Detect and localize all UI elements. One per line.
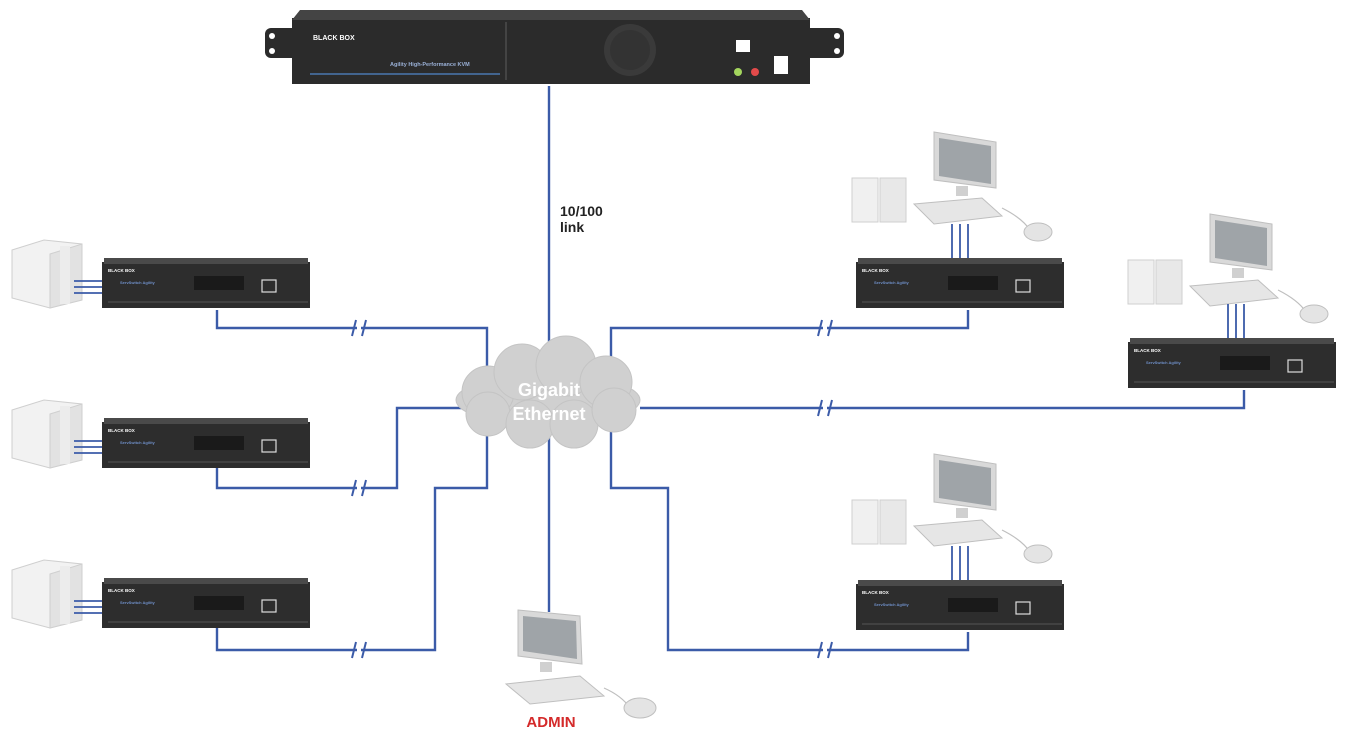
workstation-group-1: BLACK BOX ServSwitch Agility bbox=[851, 131, 1065, 309]
cable-right-1 bbox=[609, 310, 970, 372]
workstation-group-2: BLACK BOX ServSwitch Agility bbox=[1127, 213, 1337, 389]
cable-left-2 bbox=[215, 406, 470, 490]
workstation-group-3: BLACK BOX ServSwitch Agility bbox=[851, 453, 1065, 631]
cable-left-1 bbox=[215, 310, 489, 372]
rack-subtitle: Agility High-Performance KVM bbox=[390, 62, 470, 68]
break-mark bbox=[817, 399, 833, 417]
unit-brand: BLACK BOX bbox=[862, 590, 889, 595]
unit-brand: BLACK BOX bbox=[862, 268, 889, 273]
break-gaps bbox=[357, 326, 827, 652]
status-led-green bbox=[734, 68, 742, 76]
unit-model: ServSwitch Agility bbox=[120, 600, 156, 605]
unit-model: ServSwitch Agility bbox=[120, 280, 156, 285]
admin-mouse-icon bbox=[623, 697, 657, 719]
server-cables bbox=[74, 600, 104, 614]
network-cables bbox=[215, 86, 1246, 652]
link-label-line2: link bbox=[560, 219, 584, 235]
break-mark bbox=[351, 479, 367, 497]
admin-keyboard-icon bbox=[504, 675, 606, 705]
server-tower-icon bbox=[11, 399, 83, 469]
cable-right-2 bbox=[640, 390, 1246, 410]
server-group-1: BLACK BOX ServSwitch Agility bbox=[11, 239, 311, 309]
status-led-red bbox=[751, 68, 759, 76]
unit-model: ServSwitch Agility bbox=[120, 440, 156, 445]
workstation-cables bbox=[951, 546, 969, 580]
workstation-cables bbox=[1227, 304, 1245, 338]
server-group-2: BLACK BOX ServSwitch Agility bbox=[11, 399, 311, 469]
rack-brand: BLACK BOX bbox=[313, 35, 355, 42]
server-tower-icon bbox=[11, 559, 83, 629]
unit-brand: BLACK BOX bbox=[108, 588, 135, 593]
workstation-cables bbox=[951, 224, 969, 258]
cloud-label-line2: Ethernet bbox=[512, 404, 585, 424]
break-mark bbox=[817, 319, 833, 337]
unit-brand: BLACK BOX bbox=[108, 268, 135, 273]
unit-brand: BLACK BOX bbox=[108, 428, 135, 433]
unit-model: ServSwitch Agility bbox=[874, 280, 910, 285]
admin-label: ADMIN bbox=[526, 714, 575, 731]
server-tower-icon bbox=[11, 239, 83, 309]
unit-model: ServSwitch Agility bbox=[874, 602, 910, 607]
break-mark bbox=[351, 319, 367, 337]
server-group-3: BLACK BOX ServSwitch Agility bbox=[11, 559, 311, 629]
cloud-label-line1: Gigabit bbox=[518, 380, 580, 400]
server-cables bbox=[74, 280, 104, 294]
unit-brand: BLACK BOX bbox=[1134, 348, 1161, 353]
cable-break-marks bbox=[351, 319, 833, 659]
server-cables bbox=[74, 440, 104, 454]
admin-workstation: ADMIN bbox=[504, 609, 657, 731]
rack-kvm-switch: BLACK BOX Agility High-Performance KVM bbox=[265, 10, 844, 84]
link-label-line1: 10/100 bbox=[560, 203, 603, 219]
gigabit-ethernet-cloud: Gigabit Ethernet bbox=[455, 335, 641, 449]
cable-right-3 bbox=[609, 432, 970, 652]
unit-model: ServSwitch Agility bbox=[1146, 360, 1182, 365]
cable-left-3 bbox=[215, 432, 489, 652]
break-mark bbox=[351, 641, 367, 659]
break-mark bbox=[817, 641, 833, 659]
